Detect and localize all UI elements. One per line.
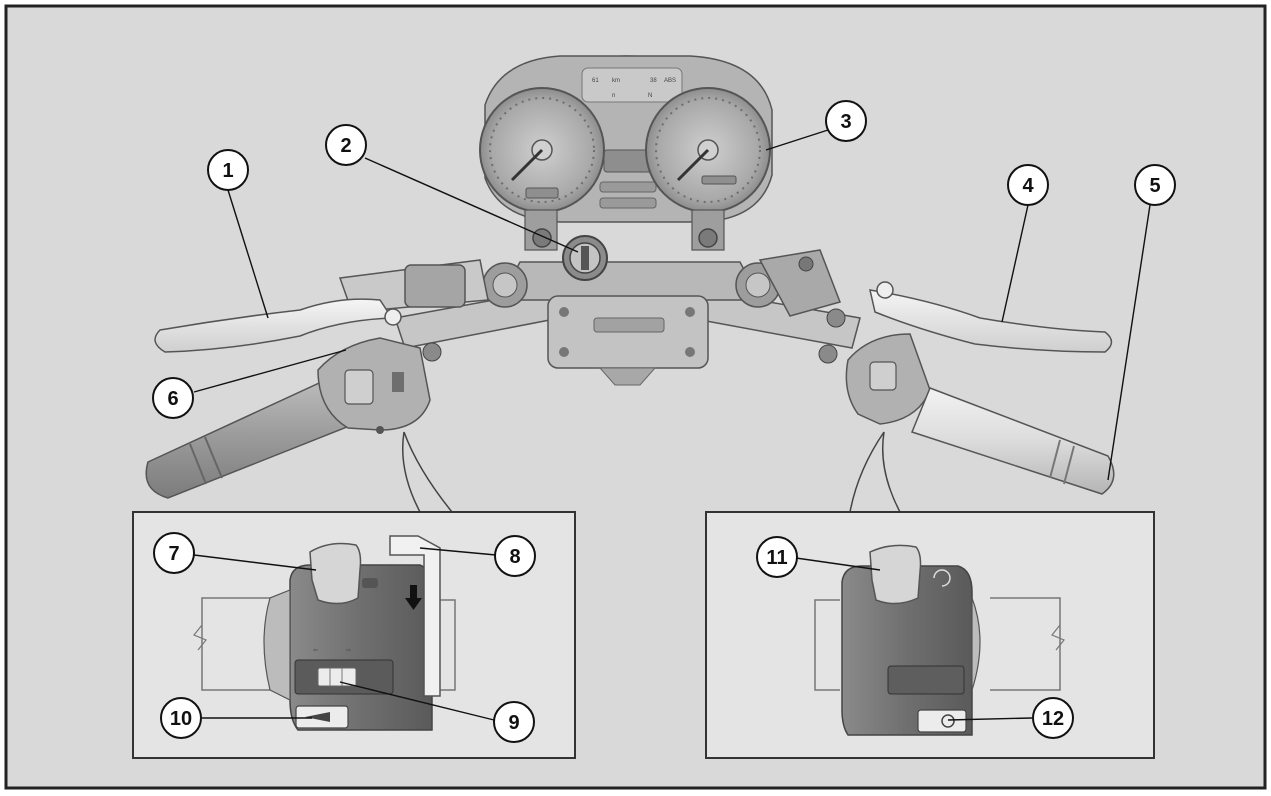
callout-label: 2 [340, 135, 351, 157]
callout-label: 11 [766, 547, 787, 569]
callout-label: 9 [508, 712, 519, 734]
callout-8: 8 [494, 535, 536, 577]
callout-12: 12 [1032, 697, 1074, 739]
callout-label: 7 [168, 543, 179, 565]
callout-2: 2 [325, 124, 367, 166]
arrow-down-icon [405, 585, 422, 610]
callout-3: 3 [825, 100, 867, 142]
callout-10: 10 [160, 697, 202, 739]
callout-label: 3 [840, 111, 851, 133]
leader-lines [193, 129, 1151, 721]
callout-label: 10 [170, 708, 192, 730]
svg-text:N: N [648, 93, 652, 99]
callout-label: 5 [1149, 175, 1160, 197]
callout-7: 7 [153, 532, 195, 574]
svg-text:km: km [612, 78, 620, 84]
callout-1: 1 [207, 149, 249, 191]
right-grip [911, 387, 1115, 495]
clutch-lever [154, 298, 394, 353]
svg-text:38: 38 [650, 78, 657, 84]
callout-label: 8 [509, 546, 520, 568]
svg-text:⇨: ⇨ [346, 648, 351, 654]
callout-4: 4 [1007, 164, 1049, 206]
ignition-switch-icon [562, 235, 608, 281]
speedometer-icon [479, 87, 605, 213]
left-switch-housing [317, 337, 431, 434]
callout-label: 6 [167, 388, 178, 410]
right-switch-housing [845, 333, 931, 425]
svg-text:⇦: ⇦ [313, 648, 318, 654]
callout-11: 11 [756, 536, 798, 578]
callout-6: 6 [152, 377, 194, 419]
svg-text:n: n [612, 93, 615, 99]
brake-lever [869, 289, 1113, 353]
instrument-cluster: 61 km 38 ABS n N [479, 55, 773, 251]
tachometer-icon [645, 87, 771, 213]
right-switch-inset [705, 431, 1155, 759]
svg-text:ABS: ABS [664, 78, 676, 84]
callout-5: 5 [1134, 164, 1176, 206]
callout-label: 4 [1022, 175, 1034, 197]
callout-9: 9 [493, 701, 535, 743]
left-grip [145, 377, 354, 499]
callout-label: 1 [222, 160, 233, 182]
callout-label: 12 [1042, 708, 1064, 730]
svg-text:61: 61 [592, 78, 599, 84]
